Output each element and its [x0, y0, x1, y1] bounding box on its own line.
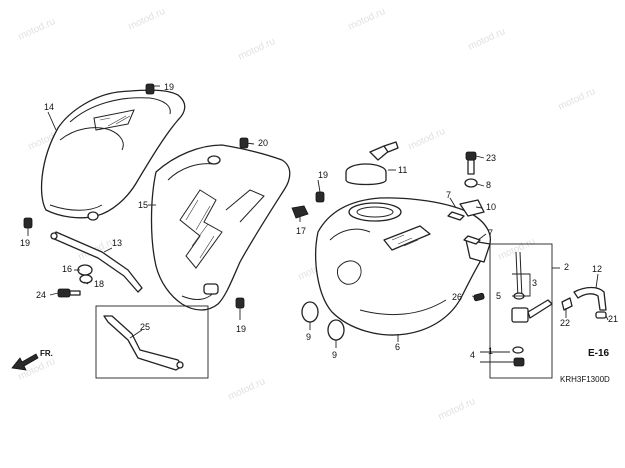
callout-23: 23 [486, 153, 496, 163]
callout-17: 17 [296, 226, 306, 236]
callout-16: 16 [62, 264, 72, 274]
callout-5: 5 [496, 291, 501, 301]
watermark: motod.ru [17, 16, 57, 43]
callout-7: 7 [488, 228, 493, 238]
callout-19: 19 [318, 170, 328, 180]
callout-12: 12 [592, 264, 602, 274]
reference-label: E-16 [588, 348, 610, 359]
callout-24: 24 [36, 290, 46, 300]
callout-15: 15 [138, 200, 148, 210]
callout-13: 13 [112, 238, 122, 248]
collar-part [57, 264, 93, 298]
mount-rubber-part [301, 301, 345, 341]
fuel-cap-part [345, 141, 399, 186]
callout-7: 7 [446, 190, 451, 200]
callout-20: 20 [258, 138, 268, 148]
watermark: motod.ru [127, 6, 167, 33]
watermark: motod.ru [437, 396, 477, 423]
direction-label: FR. [40, 349, 53, 358]
callout-9: 9 [332, 350, 337, 360]
arrow-icon [11, 353, 39, 371]
bolt-icon [447, 151, 485, 302]
watermark: motod.ru [407, 126, 447, 153]
callout-9: 9 [306, 332, 311, 342]
callout-6: 6 [395, 342, 400, 352]
callout-14: 14 [44, 102, 54, 112]
callout-1: 1 [488, 346, 493, 356]
callout-22: 22 [560, 318, 570, 328]
callout-4: 4 [470, 350, 475, 360]
watermark: motod.ru [347, 6, 387, 33]
callout-21: 21 [608, 314, 618, 324]
callout-19: 19 [236, 324, 246, 334]
callout-26: 26 [452, 292, 462, 302]
fuel-tube-part [561, 286, 607, 319]
watermark: motod.ru [467, 26, 507, 53]
left-shroud-part [40, 89, 186, 221]
part-callouts: 14 19 20 15 19 13 16 18 24 25 19 17 19 1… [20, 82, 618, 360]
leader-lines [27, 85, 609, 363]
grommet-icon [291, 205, 309, 219]
watermark: motod.ru [227, 376, 267, 403]
callout-8: 8 [486, 180, 491, 190]
callout-11: 11 [398, 165, 407, 175]
callout-3: 3 [532, 278, 537, 288]
watermark: motod.ru [497, 236, 537, 263]
callout-2: 2 [564, 262, 569, 272]
callout-18: 18 [94, 279, 104, 289]
fuel-tank-part [315, 197, 491, 336]
bracket-part [95, 305, 209, 379]
callout-25: 25 [140, 322, 150, 332]
callout-19: 19 [20, 238, 30, 248]
watermark: motod.ru [557, 86, 597, 113]
bolt-icon [23, 83, 325, 309]
watermark: motod.ru [237, 36, 277, 63]
callout-10: 10 [486, 202, 496, 212]
stay-bar-part [50, 231, 143, 293]
side-cover-part [150, 144, 291, 311]
callout-19: 19 [164, 82, 174, 92]
figure-code: KRH3F1300D [560, 375, 610, 384]
fuel-valve-assembly-part [489, 243, 553, 379]
